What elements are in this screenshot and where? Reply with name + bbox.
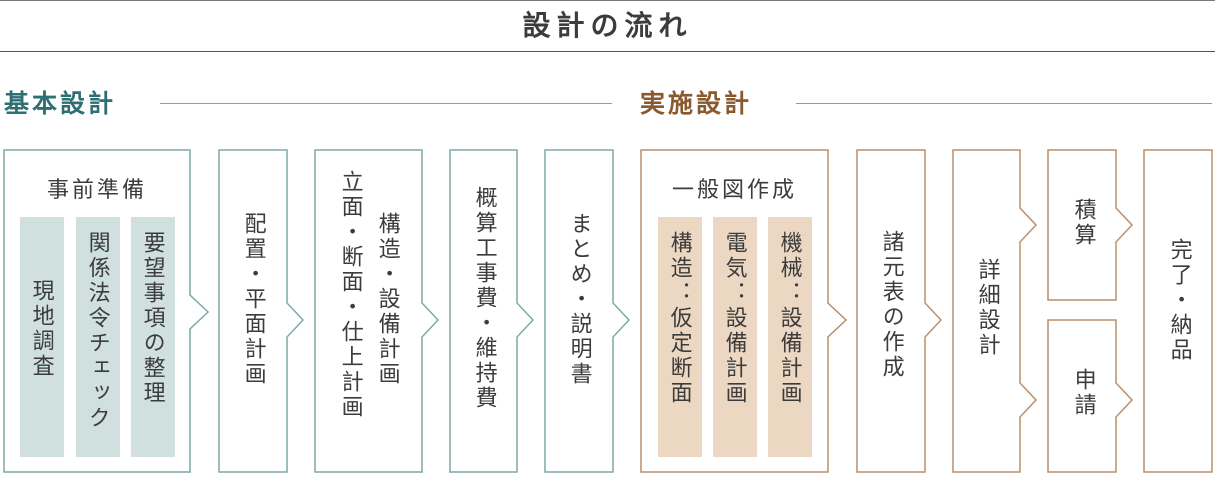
application-box-outline xyxy=(1047,319,1134,473)
prep-chip-1: 現地調査 xyxy=(20,217,64,457)
prep-chip-2: 関係法令チェック xyxy=(76,217,120,457)
section-detailed-line xyxy=(796,103,1212,104)
section-detailed-design: 実施設計 xyxy=(640,89,753,118)
page-title: 設計の流れ xyxy=(522,9,693,42)
application-step: 申請 xyxy=(1070,368,1096,418)
prep-chip-3: 要望事項の整理 xyxy=(131,217,175,457)
detail-step: 詳細設計 xyxy=(974,258,1000,358)
elevation-step-col2: 構造・設備計画 xyxy=(374,212,400,387)
completion-box-outline xyxy=(1143,149,1213,473)
estimate-box-outline xyxy=(449,149,535,473)
general-box-outline xyxy=(640,149,848,473)
summary-box-outline xyxy=(544,149,631,473)
completion-step: 完了・納品 xyxy=(1166,238,1192,363)
detail-box-outline xyxy=(952,149,1038,473)
elevation-box-outline xyxy=(314,149,440,473)
general-item-1: 構造：仮定断面 xyxy=(666,231,692,406)
general-heading: 一般図作成 xyxy=(671,178,797,203)
general-chip-1: 構造：仮定断面 xyxy=(658,217,702,457)
general-chip-3: 機械：設備計画 xyxy=(768,217,812,457)
layout-box-outline xyxy=(218,149,305,473)
prep-item-3: 要望事項の整理 xyxy=(139,231,165,406)
prep-item-1: 現地調査 xyxy=(28,279,54,379)
cost-step: 積算 xyxy=(1070,198,1096,248)
prep-box-outline xyxy=(3,149,210,473)
section-basic-line xyxy=(160,103,612,104)
summary-step: まとめ・説明書 xyxy=(566,212,592,387)
prep-heading: 事前準備 xyxy=(46,178,147,203)
general-item-3: 機械：設備計画 xyxy=(776,231,802,406)
title-underline xyxy=(0,51,1215,52)
specs-box-outline xyxy=(856,149,943,473)
top-border xyxy=(0,0,1215,1)
general-chip-2: 電気：設備計画 xyxy=(713,217,757,457)
cost-box-outline xyxy=(1047,149,1134,301)
specs-step: 諸元表の作成 xyxy=(878,230,904,380)
general-item-2: 電気：設備計画 xyxy=(721,231,747,406)
estimate-step: 概算工事費・維持費 xyxy=(471,186,497,411)
prep-item-2: 関係法令チェック xyxy=(84,231,110,431)
section-basic-design: 基本設計 xyxy=(4,89,117,118)
layout-step: 配置・平面計画 xyxy=(240,212,266,387)
elevation-step-col1: 立面・断面・仕上計画 xyxy=(337,170,363,420)
